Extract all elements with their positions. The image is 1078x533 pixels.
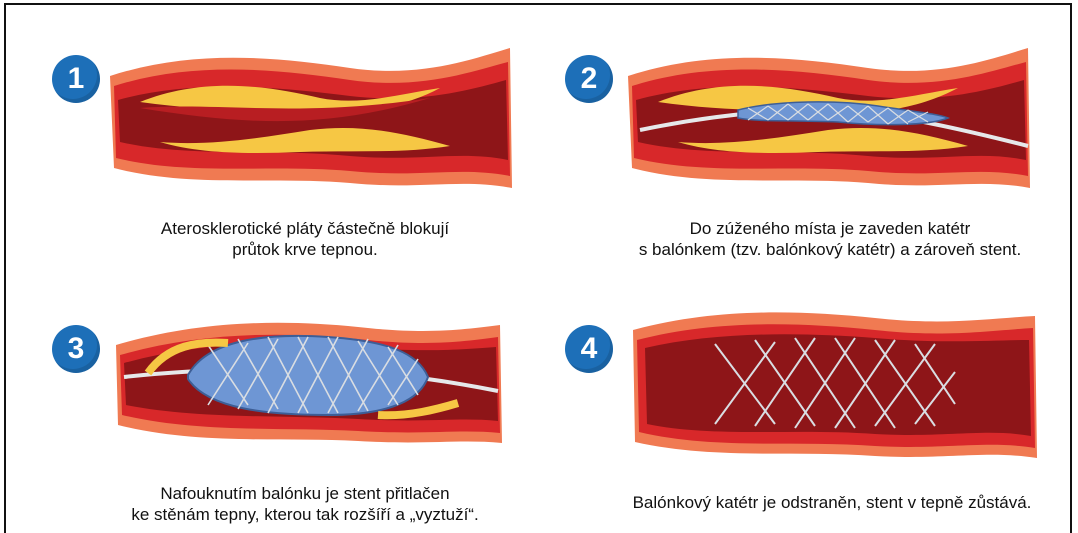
step-4-caption: Balónkový katétr je odstraněn, stent v t… <box>592 492 1072 513</box>
step-2-badge: 2 <box>565 55 613 103</box>
caption-line: s balónkem (tzv. balónkový katétr) a zár… <box>600 239 1060 260</box>
step-1-caption: Aterosklerotické pláty částečně blokují … <box>105 218 505 260</box>
artery-inflated-balloon-illustration <box>108 305 508 455</box>
step-3-caption: Nafouknutím balónku je stent přitlačen k… <box>85 483 525 525</box>
caption-line: Aterosklerotické pláty částečně blokují <box>105 218 505 239</box>
step-4-badge: 4 <box>565 325 613 373</box>
caption-line: Balónkový katétr je odstraněn, stent v t… <box>592 492 1072 513</box>
step-2-caption: Do zúženého místa je zaveden katétr s ba… <box>600 218 1060 260</box>
artery-plaque-illustration <box>100 38 520 198</box>
step-1-badge: 1 <box>52 55 100 103</box>
step-3-badge: 3 <box>52 325 100 373</box>
artery-catheter-illustration <box>618 38 1038 198</box>
caption-line: ke stěnám tepny, kterou tak rozšíří a „v… <box>85 504 525 525</box>
caption-line: Nafouknutím balónku je stent přitlačen <box>85 483 525 504</box>
caption-line: průtok krve tepnou. <box>105 239 505 260</box>
artery-stent-illustration <box>625 300 1045 470</box>
caption-line: Do zúženého místa je zaveden katétr <box>600 218 1060 239</box>
